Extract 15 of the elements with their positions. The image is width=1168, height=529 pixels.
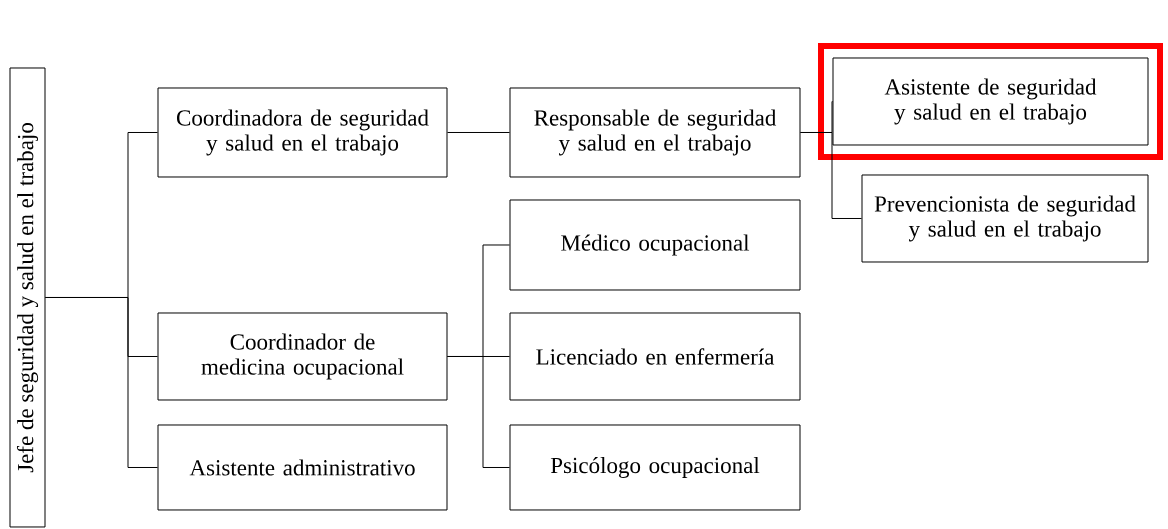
role-box: Psicólogo ocupacional xyxy=(509,424,801,511)
vertical-box: Jefe de seguridad y salud en el trabajo xyxy=(9,67,46,528)
role-box: Coordinador de medicina ocupacional xyxy=(157,312,448,401)
role-box: Licenciado en enfermería xyxy=(509,312,801,401)
role-box: Médico ocupacional xyxy=(509,199,801,291)
role-box: Coordinadora de seguridad y salud en el trabajo xyxy=(157,87,448,178)
connector-line xyxy=(45,297,158,468)
role-box: Asistente de seguridad y salud en el trabajo xyxy=(832,57,1149,146)
connector-line xyxy=(447,356,510,468)
highlight-frame xyxy=(818,43,1163,160)
connector-line xyxy=(800,132,862,219)
role-box: Asistente administrativo xyxy=(157,424,448,511)
connector-line xyxy=(447,132,510,133)
role-box: Responsable de seguridad y salud en el trabajo xyxy=(509,87,801,178)
role-box: Prevencionista de seguridad y salud en el trabajo xyxy=(861,174,1149,263)
